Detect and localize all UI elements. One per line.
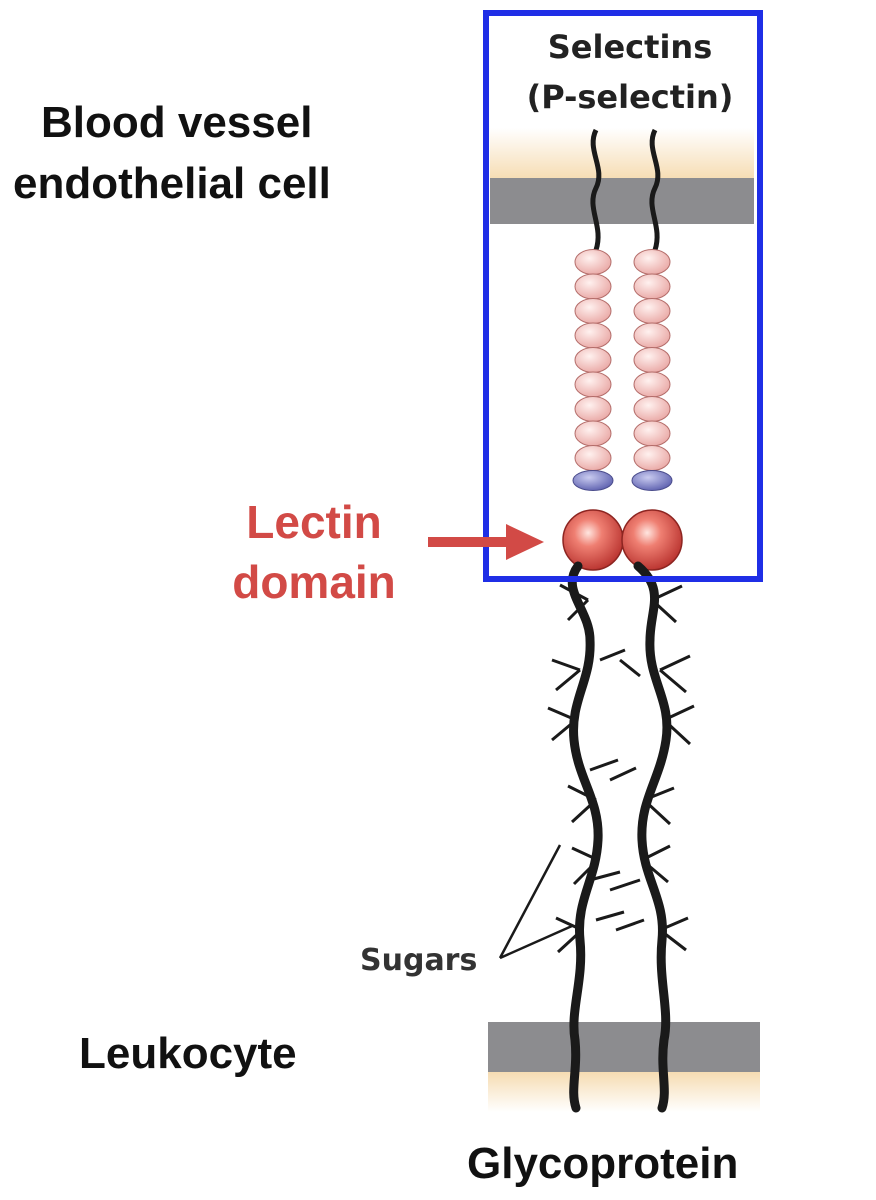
egf-repeat-bead bbox=[633, 420, 671, 447]
egf-repeat-bead bbox=[574, 371, 612, 398]
glycoprotein-ligand bbox=[547, 561, 695, 1113]
selectin-tail bbox=[649, 128, 661, 251]
membrane-bilayer bbox=[490, 178, 754, 224]
egf-repeat-bead bbox=[633, 273, 671, 300]
membrane-glow bbox=[488, 1072, 760, 1112]
egf-linker-domain bbox=[572, 470, 614, 491]
glycoprotein-label: Glycoprotein bbox=[467, 1139, 738, 1188]
endothelial-membrane bbox=[490, 128, 754, 224]
egf-repeat-bead bbox=[574, 347, 612, 373]
lectin-domain-sphere bbox=[621, 509, 683, 571]
egf-repeat-bead bbox=[574, 298, 612, 324]
glycoprotein-strand-right bbox=[633, 561, 672, 1113]
egf-repeat-bead bbox=[633, 322, 671, 349]
egf-repeat-bead bbox=[574, 445, 612, 471]
lectin-domain-sphere bbox=[562, 509, 624, 571]
egf-repeat-bead bbox=[633, 298, 671, 324]
selectin-highlight-box bbox=[483, 10, 763, 582]
egf-repeat-bead bbox=[574, 396, 612, 422]
glycoprotein-strand-left bbox=[567, 561, 603, 1113]
sugars-pointer bbox=[498, 844, 573, 960]
egf-linker-domain bbox=[631, 470, 673, 491]
lectin-arrow bbox=[428, 524, 544, 560]
egf-repeat-bead bbox=[633, 249, 671, 275]
egf-repeat-bead bbox=[633, 371, 671, 398]
egf-repeat-bead bbox=[633, 396, 671, 422]
selectins-label-line1: Selectins bbox=[548, 28, 712, 66]
egf-repeat-bead bbox=[633, 445, 671, 471]
membrane-glow bbox=[490, 128, 754, 180]
sugars-label: Sugars bbox=[360, 943, 477, 978]
lectin-label-line2: domain bbox=[232, 556, 396, 608]
lectin-label-line1: Lectin bbox=[246, 496, 381, 548]
selectin-tail bbox=[590, 128, 602, 251]
egf-repeat-bead bbox=[574, 322, 612, 349]
egf-repeat-bead bbox=[574, 273, 612, 300]
endothelial-label-line2: endothelial cell bbox=[13, 159, 331, 208]
leukocyte-membrane bbox=[488, 1022, 760, 1112]
endothelial-label-line1: Blood vessel bbox=[41, 98, 312, 147]
selectins-label-line2: (P-selectin) bbox=[527, 78, 734, 116]
egf-repeat-bead bbox=[633, 347, 671, 373]
egf-repeat-bead bbox=[574, 249, 612, 275]
leukocyte-label: Leukocyte bbox=[79, 1029, 297, 1078]
egf-repeat-bead bbox=[574, 420, 612, 447]
membrane-bilayer bbox=[488, 1022, 760, 1072]
selectin-dimer bbox=[562, 128, 683, 571]
sugar-branches bbox=[547, 583, 695, 954]
